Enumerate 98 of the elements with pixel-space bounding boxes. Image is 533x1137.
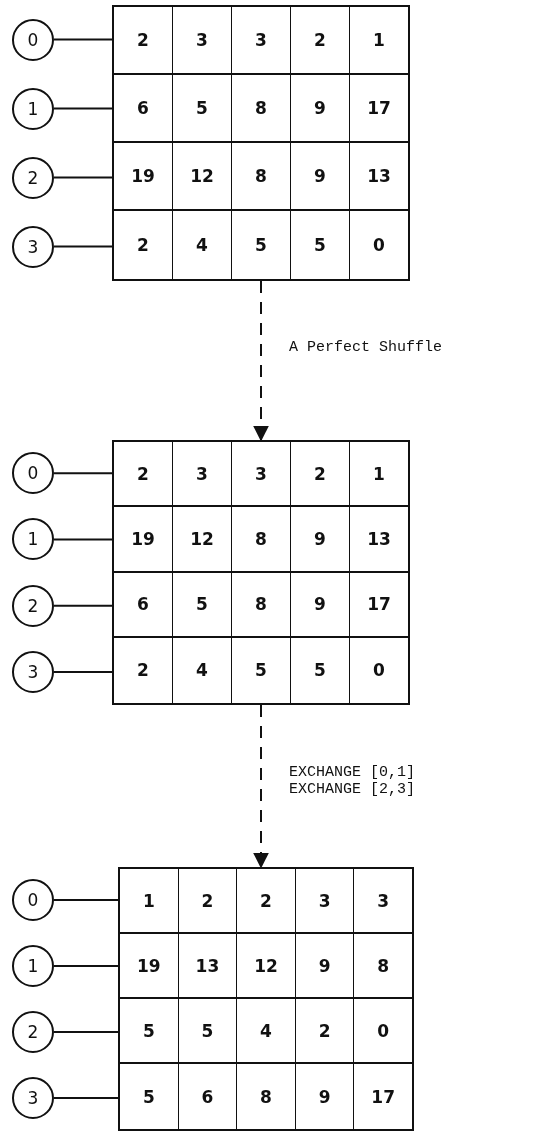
table-cell: 5	[173, 75, 232, 141]
table-cell: 3	[295, 869, 355, 932]
table-cell: 12	[173, 507, 232, 571]
row-number-circle: 1	[12, 87, 54, 130]
connector-line	[53, 670, 113, 673]
connector-line	[53, 1031, 119, 1033]
connector-line	[53, 107, 113, 110]
table-cell: 5	[232, 211, 291, 279]
table-cell: 2	[295, 999, 355, 1062]
row-number-circle: 0	[12, 18, 54, 61]
connector-line	[53, 899, 119, 901]
row-number-circle: 2	[12, 1011, 54, 1053]
table-row	[114, 572, 408, 638]
table-cell: 9	[291, 143, 350, 209]
table-cell: 13	[178, 934, 238, 997]
table-cell-text: 0	[376, 1019, 391, 1043]
table-cell: 6	[114, 572, 173, 636]
table-cell: 19	[114, 507, 173, 571]
table-cell: 1	[120, 869, 179, 932]
table-cell: 4	[173, 211, 232, 279]
table-cell: 12	[173, 143, 232, 209]
table-cell: 2	[237, 869, 296, 932]
connector-line	[53, 538, 113, 541]
table-cell: 8	[232, 143, 291, 209]
table-cell: 12	[237, 934, 296, 997]
row-number-circle: 3	[12, 650, 54, 693]
table-cell-text: 3	[376, 889, 391, 913]
table-cell: 5	[232, 637, 291, 703]
table-cell: 2	[114, 211, 173, 279]
table-cell: 19	[120, 934, 179, 997]
table-cell: 4	[237, 999, 296, 1062]
table-row	[120, 999, 412, 1064]
table-cell: 2	[114, 637, 173, 703]
connector-line	[53, 38, 113, 41]
table-cell: 8	[232, 507, 291, 571]
table-cell: 5	[291, 211, 350, 279]
dashed-arrow	[253, 704, 269, 869]
table-row	[114, 7, 408, 75]
row-number-circle: 2	[12, 156, 54, 199]
table-cell: 6	[178, 1064, 238, 1129]
table-cell: 9	[291, 507, 350, 571]
table-cell: 9	[291, 75, 350, 141]
table-cell-text: 1	[372, 462, 386, 486]
table-cell-text: 0	[372, 234, 386, 257]
table-cell: 8	[232, 75, 291, 141]
table-cell: 5	[173, 572, 232, 636]
table-cell-text: 13	[366, 527, 392, 551]
row-number-circle: 3	[12, 225, 54, 268]
table-cell: 5	[120, 1064, 179, 1129]
table-cell-text: 17	[366, 593, 392, 617]
table-cell: 2	[114, 7, 173, 73]
table-cell: 9	[295, 934, 355, 997]
table-row	[114, 143, 408, 211]
table-cell: 8	[232, 572, 291, 636]
table-row	[114, 507, 408, 573]
table-row	[114, 75, 408, 143]
table-cell-text: 8	[376, 954, 391, 978]
row-number-circle: 1	[12, 945, 54, 987]
table-cell: 9	[291, 572, 350, 636]
connector-line	[53, 1097, 119, 1099]
table	[118, 867, 414, 1131]
table-cell: 19	[114, 143, 173, 209]
connector-line	[53, 245, 113, 248]
table-cell: 2	[291, 7, 350, 73]
dashed-arrow	[253, 280, 269, 442]
table-row	[114, 442, 408, 508]
row-number-circle: 0	[12, 452, 54, 495]
table-cell: 5	[178, 999, 238, 1062]
table-cell: 2	[291, 442, 350, 506]
table-cell: 2	[114, 442, 173, 506]
row-number-circle: 2	[12, 584, 54, 627]
table-cell: 8	[237, 1064, 296, 1129]
connector-line	[53, 965, 119, 967]
table-cell-text: 17	[370, 1085, 396, 1109]
table-cell: 6	[114, 75, 173, 141]
table-cell-text: 1	[372, 29, 386, 52]
table-row	[120, 869, 412, 934]
connector-line	[53, 176, 113, 179]
table-cell: 4	[173, 637, 232, 703]
table-cell-text: 13	[366, 165, 392, 188]
table-cell-text: 0	[372, 659, 386, 683]
table-cell: 9	[295, 1064, 355, 1129]
table-cell: 3	[173, 442, 232, 506]
table	[112, 440, 410, 705]
table-cell-text: 17	[366, 97, 392, 120]
table	[112, 5, 410, 281]
table-cell: 5	[120, 999, 179, 1062]
table-cell: 3	[173, 7, 232, 73]
table-row	[120, 934, 412, 999]
row-number-circle: 0	[12, 879, 54, 921]
table-cell: 3	[232, 7, 291, 73]
connector-line	[53, 472, 113, 475]
table-cell: 3	[232, 442, 291, 506]
connector-line	[53, 604, 113, 607]
table-cell: 5	[291, 637, 350, 703]
table-cell: 2	[178, 869, 238, 932]
row-number-circle: 3	[12, 1077, 54, 1119]
row-number-circle: 1	[12, 518, 54, 561]
